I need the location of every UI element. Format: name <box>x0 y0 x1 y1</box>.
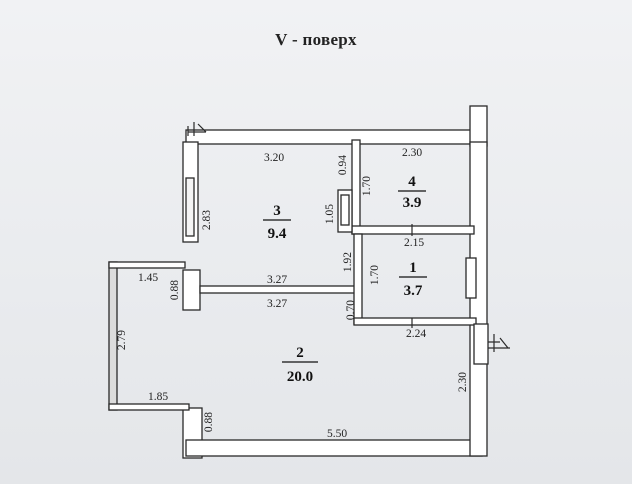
balcony-top-wall <box>108 261 186 269</box>
dim-bottom-wall: 5.50 <box>327 428 347 440</box>
dim-room3-bottom: 3.27 <box>267 274 287 286</box>
dim-room3-top: 3.20 <box>264 152 284 164</box>
corridor-partition <box>199 285 361 294</box>
room1-bottom-wall <box>353 317 477 326</box>
room-3-area: 9.4 <box>268 226 287 242</box>
dim-balcony-bottom: 1.85 <box>148 391 168 403</box>
dim-room1-bottom: 2.24 <box>406 328 426 340</box>
riser-symbol-top <box>187 122 207 136</box>
right-pillar-top <box>469 105 488 147</box>
right-wall-notch-1 <box>465 257 477 299</box>
dim-room3-right-upper: 0.94 <box>337 155 349 175</box>
walls <box>108 105 489 459</box>
balcony-bottom-wall <box>108 403 190 411</box>
left-pillar <box>182 269 201 311</box>
duct-inner <box>340 194 350 226</box>
room-2-area: 20.0 <box>287 369 313 385</box>
dim-corridor-bottom: 3.27 <box>267 298 287 310</box>
room-1-number: 1 <box>409 260 417 276</box>
floor-title: V - поверх <box>275 30 357 49</box>
dim-room1-lower: 0.70 <box>345 300 357 320</box>
left-wall-window <box>185 177 195 237</box>
room-1-label: 1 3.7 <box>399 260 427 299</box>
dim-corridor-left: 0.88 <box>169 280 181 300</box>
room-2-number: 2 <box>296 345 304 361</box>
room-2-label: 2 20.0 <box>282 345 318 385</box>
room-labels: 3 9.4 4 3.9 1 3.7 2 20.0 <box>263 174 427 385</box>
dim-balcony-left: 2.79 <box>116 330 128 350</box>
dim-room1-gap: 1.92 <box>342 252 354 272</box>
riser-symbol-right <box>488 334 510 352</box>
dim-room3-left: 2.83 <box>201 210 213 230</box>
room-1-area: 3.7 <box>404 283 423 299</box>
room-4-area: 3.9 <box>403 195 422 211</box>
dim-room4-left: 1.70 <box>361 176 373 196</box>
top-wall <box>185 129 479 145</box>
riser-symbols <box>187 122 510 352</box>
dim-room4-top: 2.30 <box>402 147 422 159</box>
room-3-number: 3 <box>273 203 281 219</box>
bottom-wall <box>185 439 483 457</box>
room-3-label: 3 9.4 <box>263 203 291 242</box>
room-4-number: 4 <box>408 174 416 190</box>
room4-bottom-wall <box>351 225 475 235</box>
right-wall <box>469 141 488 457</box>
room3-room4-partition <box>351 139 361 235</box>
dim-room3-right-lower: 1.05 <box>324 204 336 224</box>
right-wall-notch-2 <box>473 323 489 365</box>
dim-room4-bottom: 2.15 <box>404 237 424 249</box>
dim-room1-left: 1.70 <box>369 265 381 285</box>
dim-right-wall: 2.30 <box>457 372 469 392</box>
dimension-labels: 3.20 2.83 3.27 0.94 1.05 2.30 1.70 2.15 … <box>116 147 469 440</box>
dim-entry-left: 0.88 <box>203 412 215 432</box>
room-4-label: 4 3.9 <box>398 174 426 211</box>
dim-balcony-top: 1.45 <box>138 272 158 284</box>
